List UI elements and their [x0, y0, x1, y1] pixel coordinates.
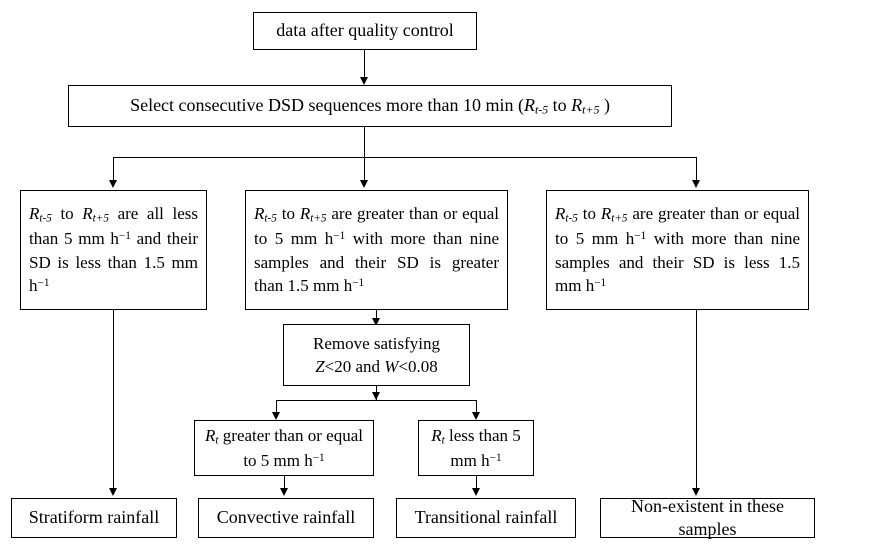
connector-left-to-stratiform — [113, 310, 114, 490]
node-condition-convective-candidate[interactable]: Rt-5 to Rt+5 are greater than or equal t… — [245, 190, 508, 310]
result-transitional-rainfall[interactable]: Transitional rainfall — [396, 498, 576, 538]
var-r-sub: t — [441, 434, 445, 447]
node-select-consecutive-sequences[interactable]: Select consecutive DSD sequences more th… — [68, 85, 672, 127]
result-non-existent-in-these-samples[interactable]: Non-existent in these samples — [600, 496, 815, 539]
node-label: Rt greater than or equal to 5 mm h−1 — [205, 425, 363, 470]
var-r-base: R — [254, 204, 265, 224]
node-label: Rt-5 to Rt+5 are greater than or equal t… — [254, 204, 499, 296]
node-label: Stratiform rainfall — [28, 507, 160, 528]
arrowhead-left-to-stratiform — [109, 488, 117, 496]
connector-bus-to-rt-ge — [276, 400, 277, 414]
connector-bus-to-mid — [364, 157, 365, 182]
var-r-sub: t — [215, 434, 219, 447]
node-label: Select consecutive DSD sequences more th… — [130, 94, 610, 117]
var-w: W — [384, 357, 399, 376]
arrowhead-bus-to-right — [692, 180, 700, 188]
result-convective-rainfall[interactable]: Convective rainfall — [198, 498, 374, 538]
arrowhead-rt-lt-to-transitional — [472, 488, 480, 496]
arrowhead-qc-to-select — [360, 77, 368, 85]
var-r-base: R — [205, 425, 216, 445]
arrowhead-right-to-nonexistent — [692, 488, 700, 496]
arrowhead-bus-to-rt-ge — [272, 412, 280, 420]
exponent: −1 — [312, 451, 325, 464]
var-r-sub: t-5 — [39, 212, 52, 225]
connector-rt-lt-to-transitional — [476, 476, 477, 490]
var-r-sub: t-5 — [264, 212, 277, 225]
connector-branch-bus — [113, 157, 697, 158]
connector-mid-to-remove — [376, 310, 377, 321]
var-r-base: R — [555, 204, 566, 224]
exponent: −1 — [37, 277, 50, 290]
arrowhead-bus-to-left — [109, 180, 117, 188]
connector-qc-to-select — [364, 50, 365, 79]
node-label: Rt less than 5 mm h−1 — [431, 425, 521, 470]
connector-bus-to-left — [113, 157, 114, 182]
result-stratiform-rainfall[interactable]: Stratiform rainfall — [11, 498, 177, 538]
exponent: −1 — [352, 277, 365, 290]
var-r-sub: t+5 — [92, 212, 109, 225]
var-r-base: R — [600, 204, 612, 224]
arrowhead-mid-to-remove — [372, 318, 380, 326]
var-r-sub: t+5 — [310, 212, 327, 225]
exponent: −1 — [333, 230, 346, 243]
node-rt-less-than[interactable]: Rt less than 5 mm h−1 — [418, 420, 534, 476]
connector-rt-ge-to-convective — [284, 476, 285, 490]
var-r-base: R — [29, 204, 40, 224]
node-label: Rt-5 to Rt+5 are greater than or equal t… — [555, 204, 800, 296]
node-data-after-quality-control[interactable]: data after quality control — [253, 12, 477, 50]
exponent: −1 — [118, 230, 131, 243]
arrowhead-rt-ge-to-convective — [280, 488, 288, 496]
arrowhead-bus-to-mid — [360, 180, 368, 188]
connector-bus-to-right — [696, 157, 697, 182]
var-z: Z — [315, 357, 325, 376]
connector-remove-bus — [276, 400, 476, 401]
node-label: Non-existent in these samples — [631, 495, 784, 539]
node-label: Transitional rainfall — [414, 507, 558, 528]
node-label: data after quality control — [276, 20, 454, 41]
var-r-base: R — [431, 425, 442, 445]
var-r-base: R — [299, 204, 311, 224]
node-label: Convective rainfall — [216, 507, 356, 528]
node-condition-nonexistent[interactable]: Rt-5 to Rt+5 are greater than or equal t… — [546, 190, 809, 310]
node-condition-stratiform[interactable]: Rt-5 to Rt+5 are all less than 5 mm h−1 … — [20, 190, 207, 310]
var-r-base: R — [523, 94, 535, 115]
var-r-base: R — [82, 204, 93, 224]
exponent: −1 — [489, 451, 502, 464]
var-r-sub: t-5 — [565, 212, 578, 225]
arrowhead-bus-to-rt-lt — [472, 412, 480, 420]
node-label: Rt-5 to Rt+5 are all less than 5 mm h−1 … — [29, 204, 198, 296]
arrowhead-remove-stem — [372, 392, 380, 400]
exponent: −1 — [634, 230, 647, 243]
var-r-sub: t+5 — [611, 212, 628, 225]
var-r-sub: t-5 — [534, 102, 549, 117]
var-r-sub: t+5 — [582, 102, 600, 117]
node-rt-greater-equal[interactable]: Rt greater than or equal to 5 mm h−1 — [194, 420, 374, 476]
var-r-base: R — [571, 94, 583, 115]
connector-select-stem — [364, 127, 365, 158]
connector-right-to-nonexistent — [696, 310, 697, 490]
exponent: −1 — [594, 277, 607, 290]
connector-bus-to-rt-lt — [476, 400, 477, 414]
